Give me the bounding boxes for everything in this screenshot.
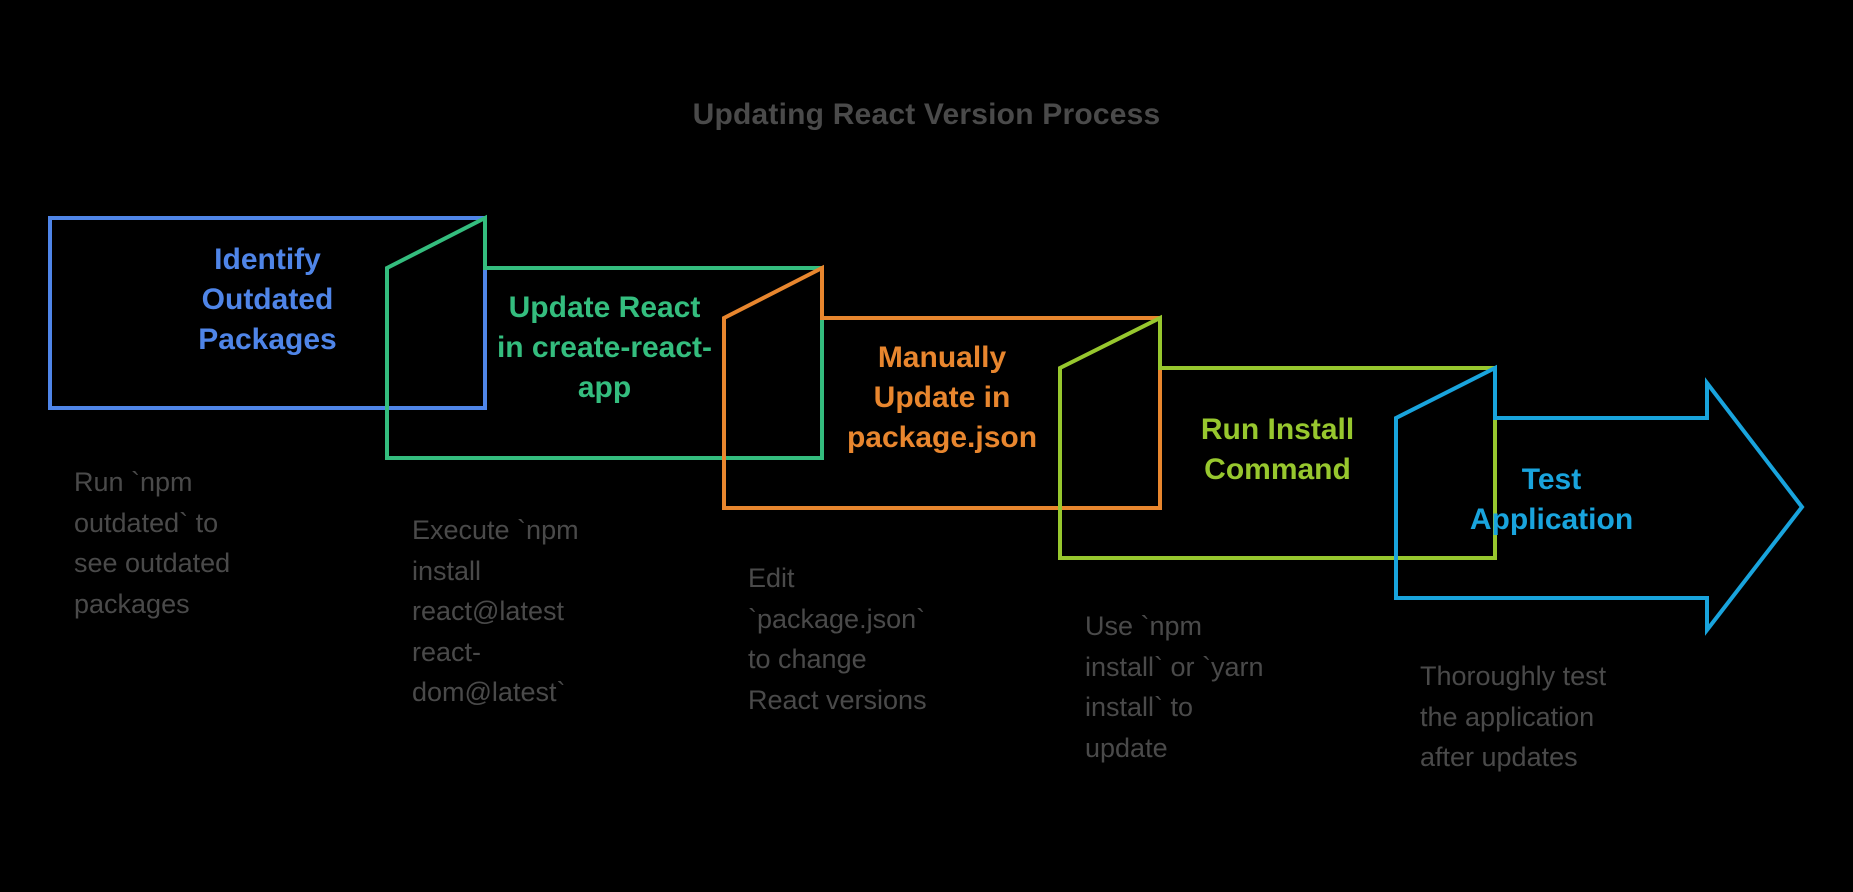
step-3-description: Edit `package.json` to change React vers… [748, 563, 927, 715]
step-4-label: Run Install Command [1200, 413, 1355, 486]
step-3-label: Manually Update in package.json [846, 341, 1038, 454]
page-title: Updating React Version Process [692, 98, 1161, 131]
step-5-label: Test Application [1469, 463, 1634, 536]
step-1-label: Identify Outdated Packages [198, 243, 337, 356]
step-5-description: Thoroughly test the application after up… [1420, 661, 1607, 772]
step-5-outline [1394, 364, 1805, 636]
step-5-shape[interactable] [1394, 364, 1805, 636]
step-1-shape[interactable] [48, 216, 487, 410]
step-1-description: Run `npm outdated` to see outdated packa… [74, 467, 231, 619]
step-2-description: Execute `npm install react@latest react-… [412, 515, 579, 707]
step-4-description: Use `npm install` or `yarn install` to u… [1085, 611, 1264, 763]
step-2-label: Update React in create-react- app [496, 291, 713, 404]
step-1-outline [48, 216, 487, 410]
